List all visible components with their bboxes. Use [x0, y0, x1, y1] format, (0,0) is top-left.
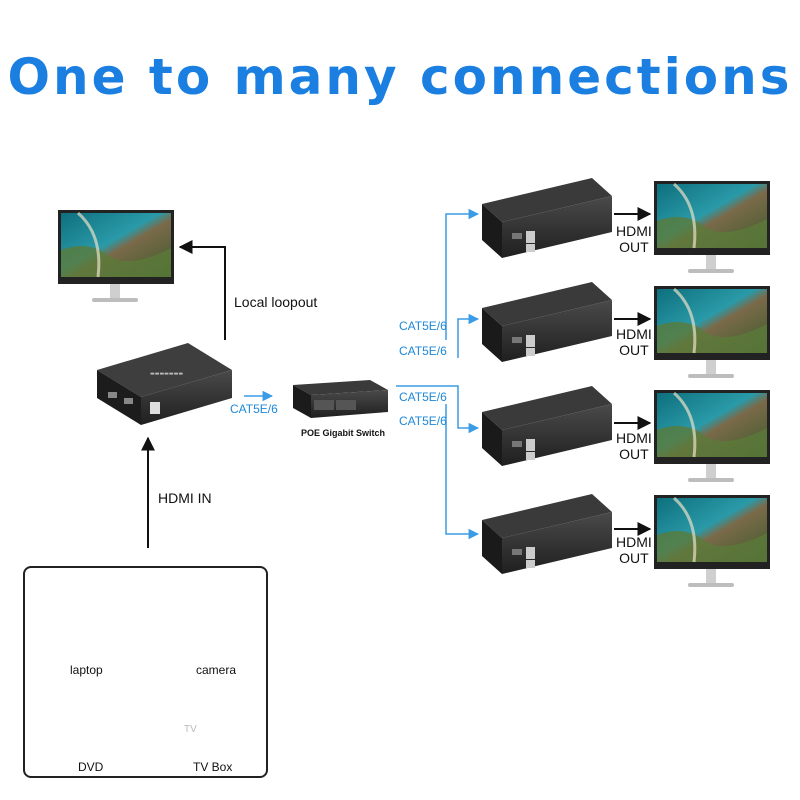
receiver-3	[482, 386, 612, 466]
poe-switch	[293, 380, 388, 418]
receiver-1	[482, 178, 612, 258]
diagram-title: One to many connections	[7, 48, 793, 106]
tvbox-label: TV Box	[193, 760, 233, 774]
laptop-label: laptop	[70, 663, 103, 677]
hdmi-out-label-1: HDMI OUT	[616, 223, 652, 255]
tvbox-screen-label: TV	[184, 724, 197, 735]
cable-rx-4	[445, 404, 480, 540]
remote-monitor-3	[652, 388, 772, 484]
hdmi-in-label: HDMI IN	[158, 490, 212, 506]
hdmi-out-label-4: HDMI OUT	[616, 534, 652, 566]
cat-main-label: CAT5E/6	[230, 402, 278, 416]
loopout-arrow	[178, 240, 226, 340]
local-monitor	[56, 208, 176, 304]
cat-label-2: CAT5E/6	[399, 344, 447, 358]
receiver-4	[482, 494, 612, 574]
cat-label-1: CAT5E/6	[399, 319, 447, 333]
remote-monitor-2	[652, 284, 772, 380]
hdmi-out-label-2: HDMI OUT	[616, 326, 652, 358]
transmitter-device: ▬▬▬▬▬▬▬	[97, 343, 232, 425]
cat-label-4: CAT5E/6	[399, 414, 447, 428]
dvd-label: DVD	[78, 760, 104, 774]
remote-monitor-4	[652, 493, 772, 589]
svg-text:▬▬▬▬▬▬▬: ▬▬▬▬▬▬▬	[150, 371, 183, 377]
camera-label: camera	[196, 663, 237, 677]
local-loopout-label: Local loopout	[234, 294, 318, 310]
remote-monitor-1	[652, 179, 772, 275]
switch-label: POE Gigabit Switch	[301, 428, 386, 438]
receiver-2	[482, 282, 612, 362]
source-devices-box	[23, 566, 268, 778]
cat-label-3: CAT5E/6	[399, 390, 447, 404]
cable-rx-2	[457, 313, 480, 358]
cable-rx-1	[445, 208, 480, 340]
cable-rx-3	[396, 385, 480, 434]
hdmi-out-label-3: HDMI OUT	[616, 430, 652, 462]
